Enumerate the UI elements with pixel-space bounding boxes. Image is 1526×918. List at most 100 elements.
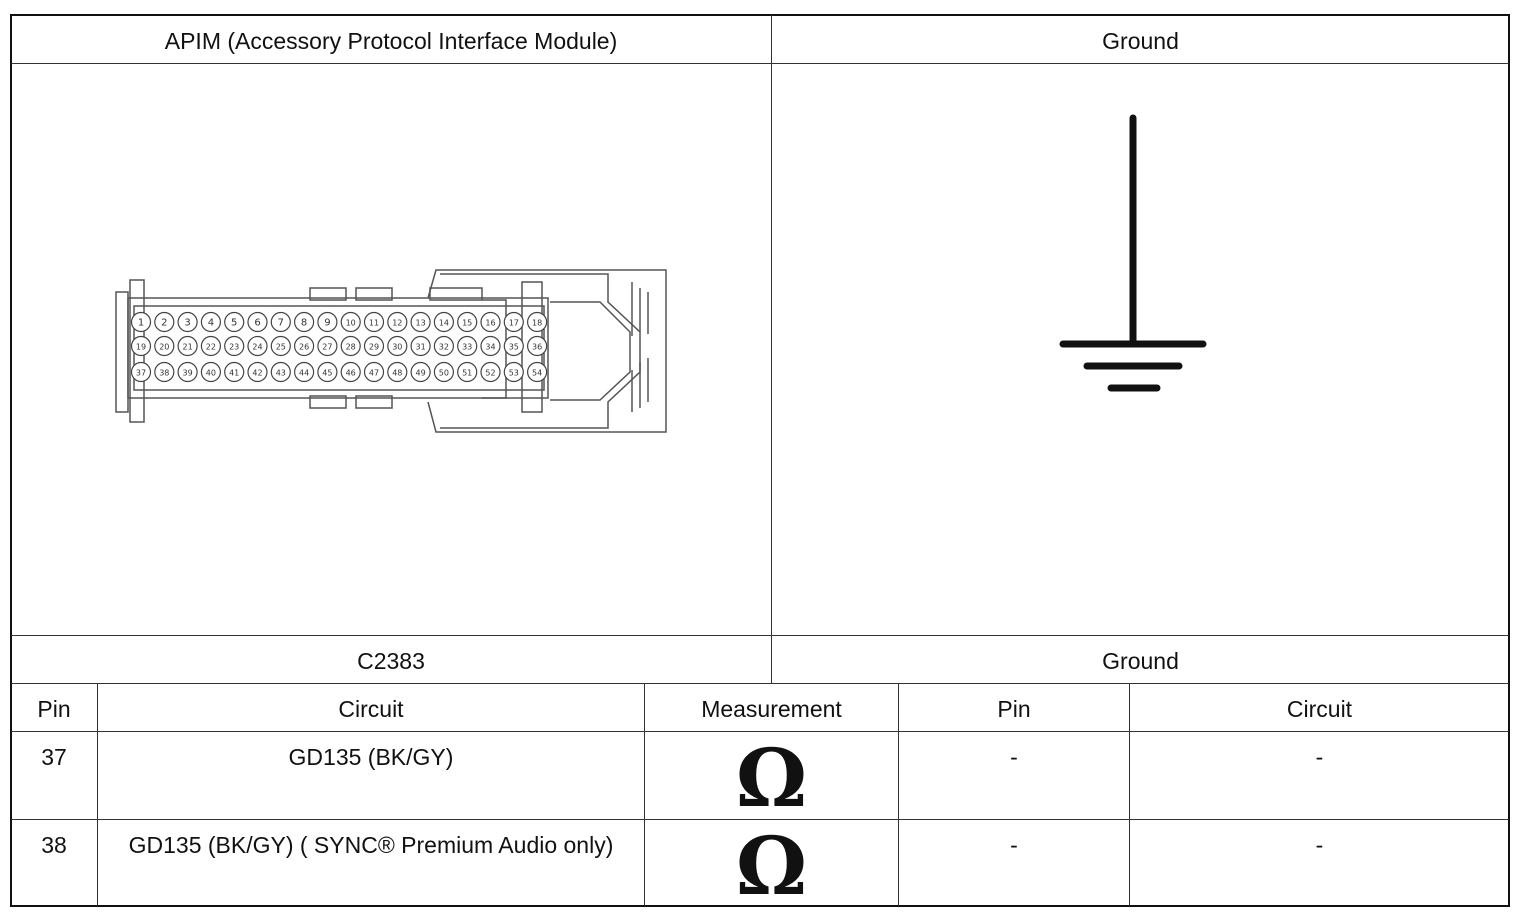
connector-pin xyxy=(317,335,338,357)
ground-label: Ground xyxy=(1102,648,1179,674)
wiring-table-frame xyxy=(10,14,1510,907)
connector-pin-label: 24 xyxy=(252,343,262,352)
connector-pin-label: 15 xyxy=(462,319,472,328)
connector-pin xyxy=(177,311,198,333)
row1-pin-2: - xyxy=(1010,744,1018,770)
center-divider xyxy=(771,15,772,683)
connector-pin xyxy=(177,335,198,357)
connector-pin xyxy=(154,311,175,333)
col-header-circuit-2: Circuit xyxy=(1286,696,1353,722)
connector-pin xyxy=(247,361,268,383)
connector-pin xyxy=(503,335,524,357)
connector-pin-label: 2 xyxy=(161,318,167,329)
connector-pin xyxy=(200,335,222,357)
connector-pin-label: 52 xyxy=(485,369,495,378)
connector-pin-label: 47 xyxy=(369,369,379,378)
connector-pin xyxy=(527,311,548,333)
connector-pin-label: 13 xyxy=(416,319,426,328)
connector-pin-label: 54 xyxy=(532,369,542,378)
row2-circuit: GD135 (BK/GY) ( SYNC® Premium Audio only… xyxy=(128,832,614,858)
connector-pin-label: 27 xyxy=(322,343,332,352)
connector-pin-label: 53 xyxy=(509,369,519,378)
connector-pin-label: 35 xyxy=(509,343,519,352)
connector-pin-label: 8 xyxy=(301,318,307,329)
connector-pin-label: 12 xyxy=(392,319,402,328)
connector-pin-label: 3 xyxy=(184,318,190,329)
connector-pin-label: 29 xyxy=(369,343,379,352)
connector-pin xyxy=(294,311,315,333)
connector-pin xyxy=(410,361,431,383)
connector-pin-label: 5 xyxy=(231,318,237,329)
connector-pin xyxy=(387,361,408,383)
connector-pin xyxy=(247,311,268,333)
connector-pin-label: 49 xyxy=(416,369,426,378)
connector-pin xyxy=(503,311,524,333)
column-header-divider xyxy=(11,731,1509,732)
connector-pin-label: 51 xyxy=(462,369,472,378)
connector-pin-label: 4 xyxy=(208,318,214,329)
connector-pin xyxy=(224,361,245,383)
connector-pin-label: 43 xyxy=(276,369,286,378)
row1-circuit-2: - xyxy=(1315,744,1324,770)
connector-pin-label: 17 xyxy=(509,319,519,328)
connector-pin xyxy=(340,311,361,333)
ohm-icon: Ω xyxy=(735,819,808,913)
col-divider-1 xyxy=(97,683,98,906)
connector-pin-label: 46 xyxy=(346,369,356,378)
connector-pin xyxy=(363,361,385,383)
connector-pin xyxy=(363,311,385,333)
col-header-pin: Pin xyxy=(37,696,71,722)
connector-pin xyxy=(224,311,245,333)
connector-pin-label: 34 xyxy=(485,343,495,352)
connector-pin-label: 32 xyxy=(439,343,449,352)
connector-pin-label: 18 xyxy=(532,319,542,328)
connector-pin-label: 21 xyxy=(183,343,193,352)
connector-pin xyxy=(224,335,245,357)
connector-pin xyxy=(317,311,338,333)
connector-pin xyxy=(200,361,222,383)
connector-pin-label: 23 xyxy=(229,343,239,352)
connector-pin-label: 9 xyxy=(324,318,330,329)
connector-pin xyxy=(480,335,501,357)
connector-pin-label: 42 xyxy=(252,369,262,378)
col-header-measurement: Measurement xyxy=(701,696,842,722)
connector-pin-label: 38 xyxy=(159,369,169,378)
connector-pin-label: 37 xyxy=(136,369,146,378)
connector-pin-label: 1 xyxy=(138,318,144,329)
row-divider xyxy=(11,819,1509,820)
connector-pin xyxy=(410,311,431,333)
connector-pin-label: 16 xyxy=(485,319,495,328)
ground-title: Ground xyxy=(1102,28,1179,54)
connector-pin xyxy=(387,335,408,357)
connector-pin xyxy=(177,361,198,383)
connector-pin xyxy=(503,361,524,383)
connector-pin xyxy=(527,335,548,357)
col-divider-4 xyxy=(1129,683,1130,906)
connector-pin xyxy=(270,311,291,333)
ohm-icon: Ω xyxy=(735,731,808,825)
connector-pin xyxy=(410,335,431,357)
connector-pin xyxy=(154,335,175,357)
connector-pin xyxy=(130,335,152,357)
connector-pin-label: 30 xyxy=(392,343,402,352)
connector-pin xyxy=(387,311,408,333)
connector-pin-label: 36 xyxy=(532,343,542,352)
connector-pin xyxy=(247,335,268,357)
ground-symbol-icon xyxy=(1059,114,1207,392)
connector-pin-label: 20 xyxy=(159,343,169,352)
connector-pin-label: 44 xyxy=(299,369,309,378)
connector-pin-label: 22 xyxy=(206,343,216,352)
connector-pin xyxy=(270,361,291,383)
connector-pin-label: 39 xyxy=(183,369,193,378)
col-header-circuit: Circuit xyxy=(338,696,404,722)
connector-pin-label: 50 xyxy=(439,369,449,378)
connector-pin xyxy=(480,311,501,333)
col-header-pin-2: Pin xyxy=(997,696,1031,722)
connector-pin xyxy=(457,311,478,333)
header-divider xyxy=(11,63,1509,64)
connector-pin-label: 41 xyxy=(229,369,239,378)
connector-pin xyxy=(340,335,361,357)
row2-circuit-2: - xyxy=(1315,832,1324,858)
